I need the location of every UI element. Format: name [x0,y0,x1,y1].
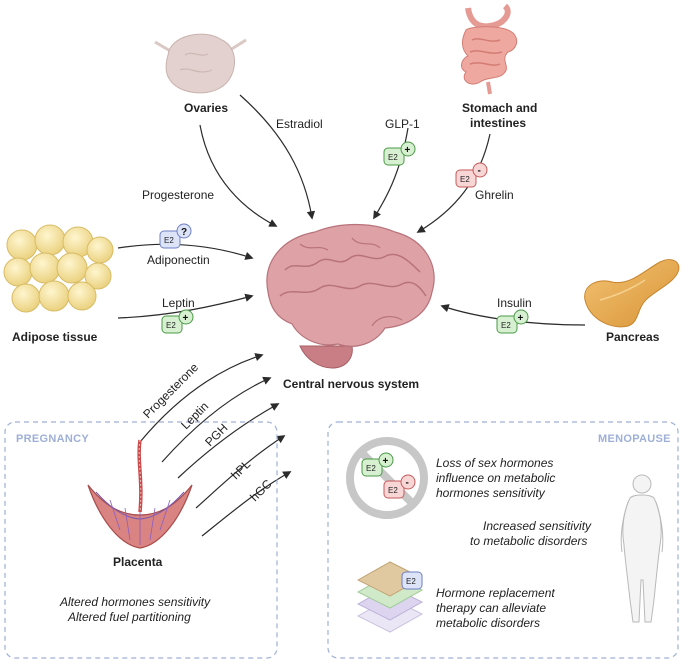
plus-sign: + [405,145,411,156]
arrow-estradiol [239,94,316,220]
loss-note-line3: hormones sensitivity [436,486,546,500]
label-central-nervous-system: Central nervous system [283,377,419,391]
label-ghrelin: Ghrelin [475,188,514,202]
badge-leptin-e2-positive: E2 + [161,309,194,334]
stomach-intestines-illustration [461,3,518,95]
increased-note-line2: to metabolic disorders [470,534,587,548]
arrow-progesterone [199,124,278,227]
label-adiponectin: Adiponectin [147,253,210,267]
label-glp1: GLP-1 [385,117,420,131]
arrow-pgh [177,403,280,479]
badge-e2-label: E2 [388,153,398,162]
badge-glp1-e2-positive: E2 + [383,141,416,166]
badge-insulin-e2-positive: E2 + [496,309,529,334]
menopause-box [327,421,679,659]
badge-e2-label: E2 [388,486,398,495]
badge-e2-label: E2 [460,175,470,184]
label-estradiol: Estradiol [276,117,323,131]
label-leptin-placenta: Leptin [178,399,211,432]
label-stomach-line2: intestines [470,116,526,130]
label-pancreas: Pancreas [606,330,660,344]
badge-ghrelin-e2-negative: E2 - [455,162,488,188]
arrow-glp1 [373,127,409,220]
plus-sign: + [183,313,189,324]
pregnancy-note-line1: Altered hormones sensitivity [59,595,211,609]
hrt-note-line2: therapy can alleviate [436,601,546,615]
placenta-illustration [87,439,193,549]
badge-adiponectin-e2-unknown: E2 ? [159,223,192,249]
badge-menopause-e2-positive: E2 + [361,452,394,477]
badge-e2-label: E2 [406,577,416,586]
label-adipose-tissue: Adipose tissue [12,330,98,344]
minus-sign: - [406,478,409,489]
badge-e2-label: E2 [166,321,176,330]
hrt-note-line1: Hormone replacement [436,586,555,600]
pregnancy-section-title: PREGNANCY [16,433,89,445]
arrow-leptin-placenta [161,376,272,463]
minus-sign: - [478,166,481,177]
badge-menopause-e2-negative: E2 - [383,474,416,499]
label-progesterone: Progesterone [142,188,214,202]
plus-sign: + [518,313,524,324]
loss-note-line2: influence on metabolic [436,471,555,485]
arrow-hpl [195,435,286,509]
plus-sign: + [383,456,389,467]
label-insulin: Insulin [497,296,532,310]
menopause-section-title: MENOPAUSE [598,433,671,445]
arrow-ghrelin [416,133,491,233]
pregnancy-note-line2: Altered fuel partitioning [67,610,191,624]
arrow-adiponectin [117,243,254,260]
arrow-hgc [201,471,292,537]
woman-figure-icon [620,474,664,623]
label-ovaries: Ovaries [184,101,228,115]
badge-e2-label: E2 [164,236,174,245]
pregnancy-box [4,421,278,659]
label-stomach-line1: Stomach and [462,101,537,115]
loss-note-line1: Loss of sex hormones [436,456,553,470]
ovary-illustration [154,33,247,94]
badge-e2-label: E2 [366,464,376,473]
question-sign: ? [181,227,187,238]
label-leptin: Leptin [162,296,195,310]
label-hgc: hGC [247,477,275,505]
increased-note-line1: Increased sensitivity [483,519,592,533]
badge-hrt-e2: E2 [401,571,423,590]
adipose-tissue-illustration [3,224,114,313]
badge-e2-label: E2 [501,321,511,330]
pancreas-illustration [584,259,680,328]
brain-illustration [266,223,435,369]
arrow-leptin [117,293,254,319]
label-placenta: Placenta [113,555,163,569]
arrow-progesterone-placenta [139,353,264,443]
hrt-note-line3: metabolic disorders [436,616,540,630]
